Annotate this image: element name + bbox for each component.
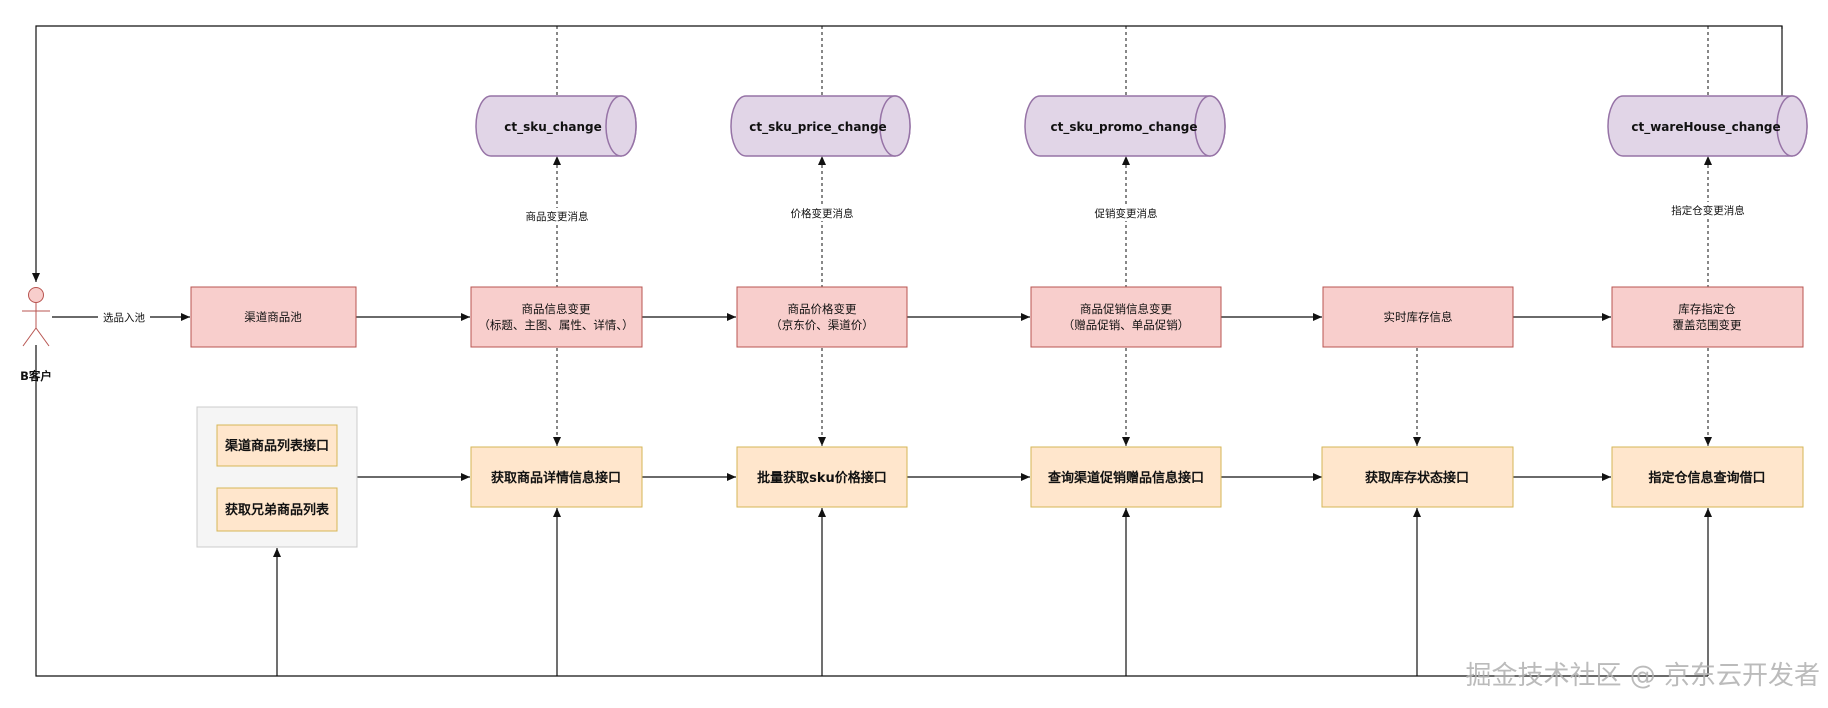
event-label: 实时库存信息 <box>1384 310 1453 324</box>
api-warehouse-query: 指定仓信息查询借口 <box>1611 446 1804 508</box>
event-channel-pool: 渠道商品池 <box>190 286 357 348</box>
topic-label: ct_sku_change <box>504 120 602 135</box>
event-label-line1: 商品信息变更 <box>522 302 591 316</box>
api-label: 获取兄弟商品列表 <box>225 502 330 518</box>
event-label-line1: 商品价格变更 <box>788 302 857 316</box>
api-batch-price: 批量获取sku价格接口 <box>736 446 908 508</box>
event-info-change: 商品信息变更 （标题、主图、属性、详情、） <box>470 286 643 348</box>
api-label: 查询渠道促销赠品信息接口 <box>1047 470 1204 486</box>
topic-ct-sku-change: ct_sku_change <box>475 95 637 157</box>
watermark: 掘金技术社区 @ 京东云开发者 <box>1465 661 1820 691</box>
event-label-line1: 库存指定仓 <box>1678 302 1736 316</box>
api-label: 指定仓信息查询借口 <box>1648 470 1765 486</box>
api-label: 批量获取sku价格接口 <box>757 470 887 486</box>
api-sibling-list: 获取兄弟商品列表 <box>216 487 338 532</box>
api-group-box: 渠道商品列表接口 获取兄弟商品列表 <box>196 406 358 548</box>
event-price-change: 商品价格变更 （京东价、渠道价） <box>736 286 908 348</box>
api-label: 渠道商品列表接口 <box>224 438 329 454</box>
label-sku-change-msg: 商品变更消息 <box>526 210 589 223</box>
api-stock-status: 获取库存状态接口 <box>1321 446 1514 508</box>
event-label-line2: （京东价、渠道价） <box>770 318 874 332</box>
label-warehouse-change-msg: 指定仓变更消息 <box>1671 204 1745 217</box>
api-label: 获取商品详情信息接口 <box>491 470 621 486</box>
label-promo-change-msg: 促销变更消息 <box>1095 207 1158 220</box>
topic-ct-sku-price-change: ct_sku_price_change <box>730 95 911 157</box>
event-label-line1: 商品促销信息变更 <box>1080 302 1172 316</box>
event-warehouse-change: 库存指定仓 覆盖范围变更 <box>1611 286 1804 348</box>
event-stock-info: 实时库存信息 <box>1322 286 1514 348</box>
topic-label: ct_sku_promo_change <box>1050 120 1197 135</box>
label-select-into-pool: 选品入池 <box>103 311 145 324</box>
api-promo-gift: 查询渠道促销赠品信息接口 <box>1030 446 1222 508</box>
event-label-line2: （赠品促销、单品促销） <box>1063 318 1190 332</box>
top-loop-line <box>32 25 1783 282</box>
event-label-line2: 覆盖范围变更 <box>1673 318 1742 332</box>
topic-label: ct_wareHouse_change <box>1631 120 1780 135</box>
event-label-line2: （标题、主图、属性、详情、） <box>478 318 633 332</box>
api-channel-list: 渠道商品列表接口 <box>216 424 338 467</box>
event-label: 渠道商品池 <box>244 310 302 324</box>
topic-ct-sku-promo-change: ct_sku_promo_change <box>1024 95 1226 157</box>
api-detail: 获取商品详情信息接口 <box>470 446 643 508</box>
bottom-loop-line <box>35 345 1708 677</box>
actor-label: B客户 <box>20 369 52 383</box>
topic-label: ct_sku_price_change <box>749 120 886 135</box>
topic-ct-warehouse-change: ct_wareHouse_change <box>1607 95 1808 157</box>
api-label: 获取库存状态接口 <box>1365 470 1469 486</box>
actor-b-customer: B客户 <box>20 287 52 383</box>
label-price-change-msg: 价格变更消息 <box>791 207 854 220</box>
actor-head-icon <box>28 287 44 303</box>
event-promo-change: 商品促销信息变更 （赠品促销、单品促销） <box>1030 286 1222 348</box>
